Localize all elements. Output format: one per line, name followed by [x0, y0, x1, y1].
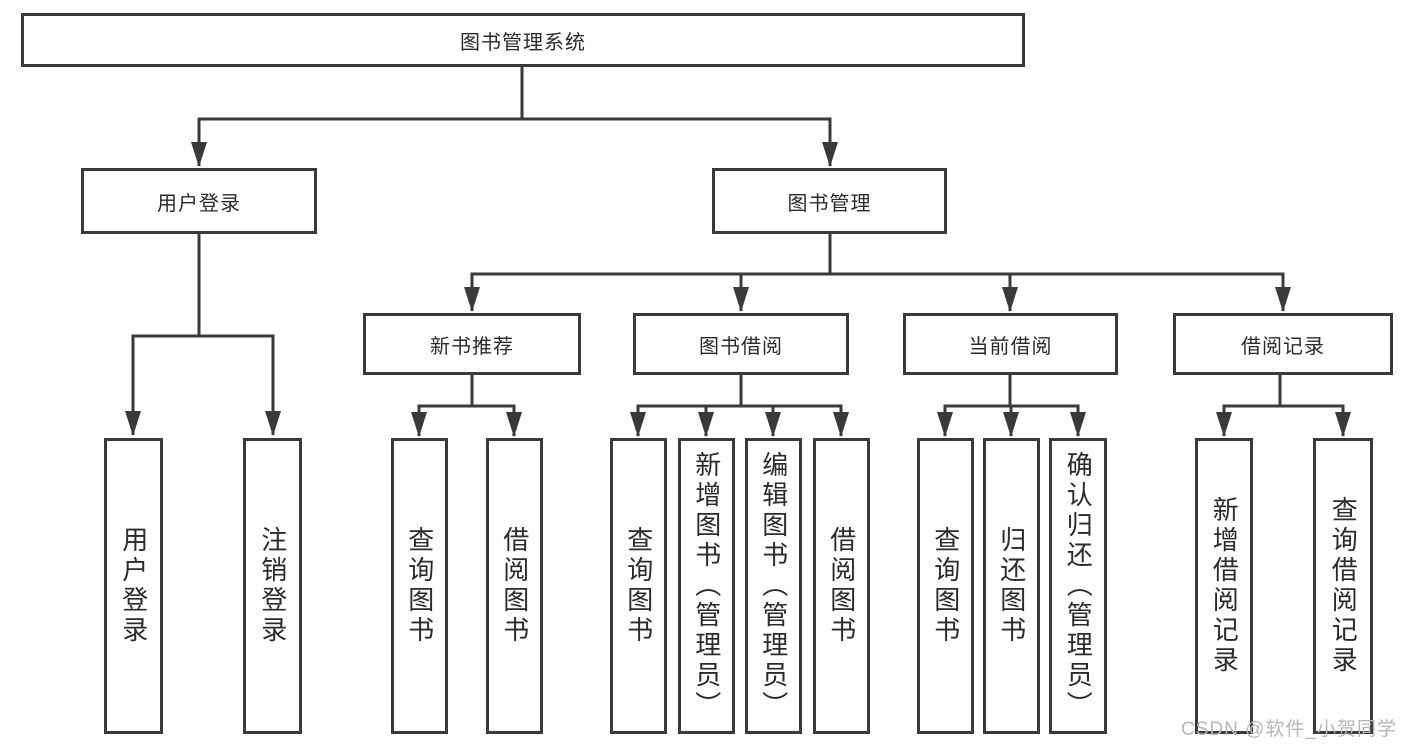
node-label: 用户登录: [118, 526, 149, 646]
node-label: 借阅图书: [499, 526, 530, 646]
node-label: 新增借阅记录: [1209, 496, 1240, 676]
leaf-return-books: 归还图书: [983, 438, 1040, 734]
node-label: 归还图书: [996, 526, 1027, 646]
node-book-management: 图书管理: [712, 168, 947, 234]
leaf-query-books-recommend: 查询图书: [391, 438, 448, 734]
leaf-borrow-books-recommend: 借阅图书: [486, 438, 543, 734]
node-user-login: 用户登录: [81, 168, 317, 234]
node-label: 图书借阅: [699, 335, 783, 358]
node-new-book-recommend: 新书推荐: [363, 313, 581, 375]
node-label: 用户登录: [157, 192, 241, 215]
node-label: 查询图书: [623, 526, 654, 646]
node-book-borrowing: 图书借阅: [633, 313, 849, 375]
leaf-query-books-current: 查询图书: [917, 438, 974, 734]
node-label: 借阅图书: [826, 526, 857, 646]
node-label: 注销登录: [257, 526, 288, 646]
leaf-user-login: 用户登录: [104, 438, 163, 734]
node-current-borrowing: 当前借阅: [903, 313, 1118, 375]
node-label: 查询图书: [930, 526, 961, 646]
node-label: 新书推荐: [430, 335, 514, 358]
leaf-add-books-admin: 新增图书（管理员）: [678, 438, 735, 734]
tree-arrows: [125, 119, 1351, 437]
node-label: 确认归还（管理员）: [1063, 451, 1094, 721]
node-library-management-system: 图书管理系统: [21, 13, 1025, 67]
node-label: 借阅记录: [1241, 335, 1325, 358]
tree-edges: [131, 65, 1345, 408]
node-label: 当前借阅: [968, 335, 1053, 358]
leaf-logout-login: 注销登录: [243, 438, 302, 734]
node-label: 查询借阅记录: [1328, 496, 1359, 676]
leaf-query-borrow-record: 查询借阅记录: [1313, 438, 1373, 734]
node-label: 图书管理系统: [460, 31, 586, 54]
node-label: 图书管理: [787, 192, 872, 215]
node-label: 新增图书（管理员）: [691, 451, 722, 721]
leaf-add-borrow-record: 新增借阅记录: [1195, 438, 1253, 734]
csdn-watermark: CSDN @软件_小贺同学: [1181, 719, 1397, 740]
leaf-edit-books-admin: 编辑图书（管理员）: [745, 438, 802, 734]
leaf-borrow-books: 借阅图书: [813, 438, 870, 734]
node-label: 查询图书: [404, 526, 435, 646]
leaf-query-books-borrowing: 查询图书: [610, 438, 667, 734]
leaf-confirm-return-admin: 确认归还（管理员）: [1049, 438, 1107, 734]
node-label: 编辑图书（管理员）: [758, 451, 789, 721]
node-borrow-records: 借阅记录: [1173, 313, 1393, 375]
